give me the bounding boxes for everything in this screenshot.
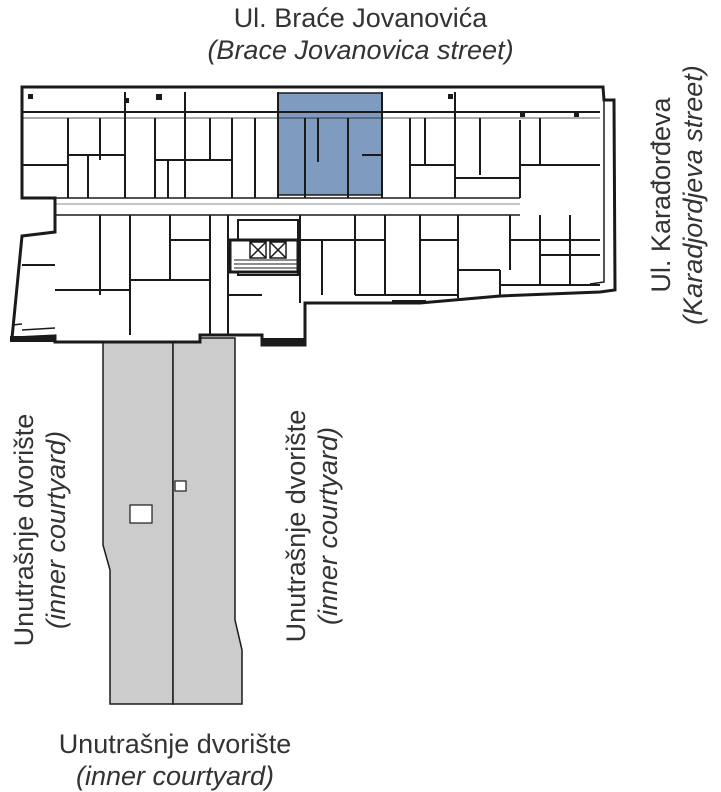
courtyard-skylight-large: [129, 504, 153, 524]
elevator-icon: [249, 241, 267, 259]
courtyard-skylight-small: [174, 480, 187, 492]
courtyard-label-bottom: Unutrašnje dvorište (inner courtyard): [0, 728, 350, 792]
highlighted-apartment: [277, 92, 383, 196]
street-name-english: (Brace Jovanovica street): [207, 35, 514, 65]
structural-columns: [10, 94, 579, 345]
interior-walls-upper: [22, 92, 600, 198]
interior-walls-lower: [22, 215, 600, 335]
corridor: [55, 197, 520, 216]
elevator-icon: [269, 241, 287, 259]
building-core: [228, 219, 300, 276]
courtyard-strips: [102, 337, 243, 705]
courtyard-name: Unutrašnje dvorište: [58, 729, 292, 759]
street-name: Ul. Braće Jovanovića: [233, 3, 488, 33]
courtyard-strip-right: [172, 337, 243, 705]
right-wall-thickness: [589, 100, 605, 285]
bottom-wall-thickness: [11, 323, 56, 331]
stairs-icon: [234, 259, 298, 269]
courtyard-name-english: (inner courtyard): [75, 761, 275, 791]
street-label-brace-jovanovica: Ul. Braće Jovanovića (Brace Jovanovica s…: [0, 2, 721, 66]
